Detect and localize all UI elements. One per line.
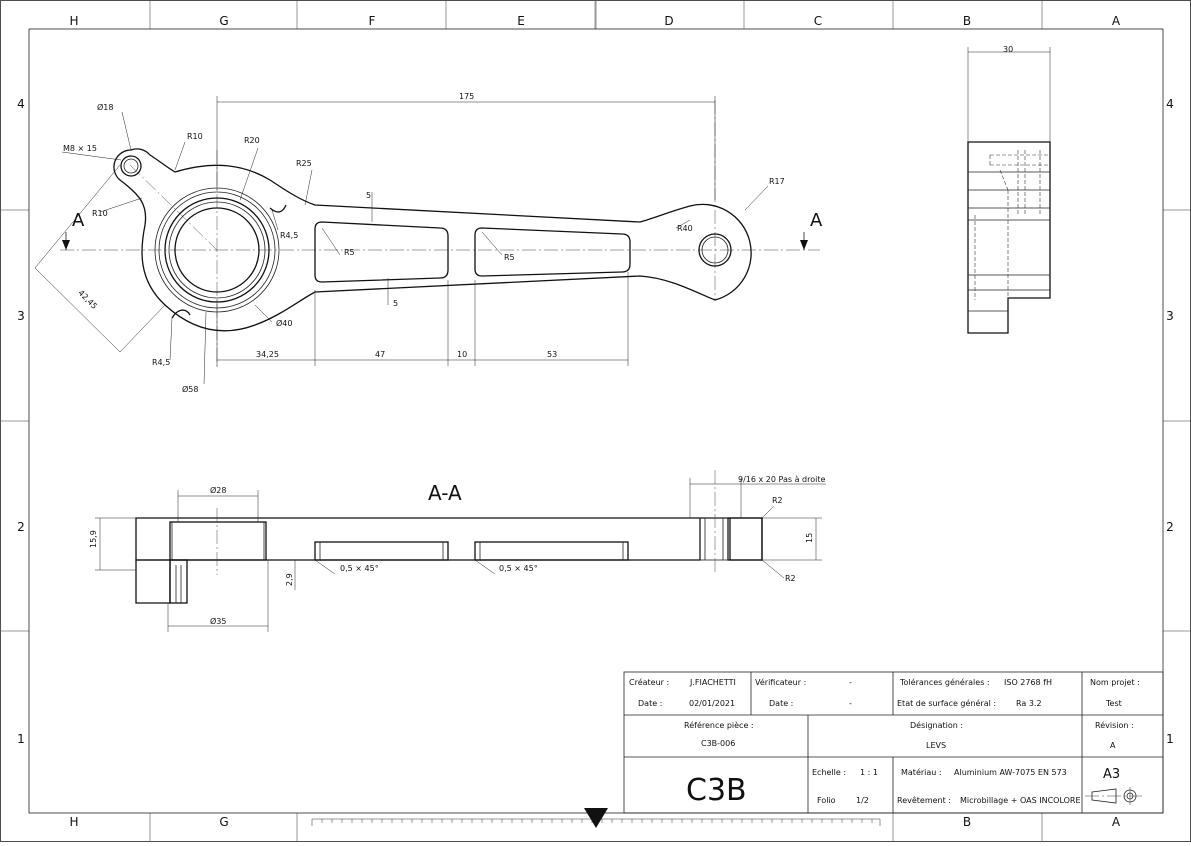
material-label: Matériau : (901, 767, 942, 777)
dim-r40: R40 (677, 224, 693, 233)
projection-symbol-icon (1085, 787, 1142, 805)
dim-r20: R20 (244, 136, 260, 145)
dim-r2-top: R2 (772, 496, 783, 505)
folio-label: Folio (817, 796, 836, 805)
dim-d28: Ø28 (210, 485, 226, 495)
zone-letter: A (1112, 815, 1121, 829)
dim-15: 15 (805, 533, 814, 543)
inner-border (28, 28, 1164, 814)
reference-value: C3B-006 (701, 739, 735, 748)
dim-5-top: 5 (366, 191, 371, 200)
revision-value: A (1110, 741, 1116, 750)
tolerance-value: ISO 2768 fH (1004, 678, 1052, 687)
section-marker-left: A (72, 210, 85, 231)
zone-letter: C (814, 14, 822, 28)
scale-value: 1 : 1 (860, 768, 878, 777)
zone-letter: F (369, 14, 376, 28)
zone-number: 2 (17, 520, 25, 534)
dim-47: 47 (375, 350, 385, 359)
project-label: Nom projet : (1090, 678, 1140, 687)
dim-chamfer-left: 0,5 × 45° (340, 564, 379, 573)
creator-value: J.FIACHETTI (689, 678, 736, 687)
dim-d40: Ø40 (276, 318, 292, 328)
dim-r2-bottom: R2 (785, 574, 796, 583)
zone-letter: G (219, 14, 228, 28)
zone-letter: A (1112, 14, 1121, 28)
dim-r10-left: R10 (92, 209, 108, 218)
project-value: Test (1105, 699, 1122, 708)
zone-number: 3 (17, 309, 25, 323)
dim-30: 30 (1003, 45, 1013, 54)
section-marker-right: A (810, 210, 823, 231)
dim-m8: M8 × 15 (63, 144, 97, 153)
zone-letter: E (517, 14, 525, 28)
dim-r5-right: R5 (504, 253, 515, 262)
dim-10: 10 (457, 350, 467, 359)
designation-label: Désignation : (910, 720, 963, 730)
zone-letter: B (963, 815, 971, 829)
zone-letter: G (219, 815, 228, 829)
zone-number: 2 (1166, 520, 1174, 534)
zone-letter: D (664, 14, 673, 28)
verif-date-value: - (849, 699, 852, 708)
reference-label: Référence pièce : (684, 720, 754, 730)
tolerance-label: Tolérances générales : (899, 677, 990, 687)
folio-value: 1/2 (856, 796, 869, 805)
top-view: A A 175 Ø18 M8 × (34, 92, 823, 394)
zone-letter: B (963, 14, 971, 28)
dim-175: 175 (459, 92, 474, 101)
dim-d58: Ø58 (182, 384, 198, 394)
zone-number: 1 (1166, 732, 1174, 746)
dim-5-bottom: 5 (393, 299, 398, 308)
dim-d35: Ø35 (210, 616, 226, 626)
date-value: 02/01/2021 (689, 699, 735, 708)
coating-value: Microbillage + OAS INCOLORE (960, 796, 1081, 805)
dim-d18: Ø18 (97, 102, 113, 112)
coating-label: Revêtement : (897, 795, 951, 805)
revision-label: Révision : (1095, 720, 1134, 730)
zone-number: 4 (17, 97, 25, 111)
dim-r10-top: R10 (187, 132, 203, 141)
designation-value: LEVS (926, 741, 946, 750)
dim-r4-5-top: R4,5 (280, 231, 298, 240)
sheet-format: A3 (1103, 767, 1120, 782)
date-label: Date : (638, 699, 662, 708)
centering-arrow (584, 808, 608, 828)
dim-r17: R17 (769, 177, 785, 186)
verifier-label: Vérificateur : (755, 677, 806, 687)
creator-label: Créateur : (629, 677, 669, 687)
centering-ruler (311, 1, 881, 828)
dim-2-9: 2,9 (285, 573, 294, 586)
zone-number: 1 (17, 732, 25, 746)
dim-chamfer-right: 0,5 × 45° (499, 564, 538, 573)
verifier-value: - (849, 678, 852, 687)
dim-r25: R25 (296, 159, 312, 168)
section-title: A-A (428, 481, 462, 505)
verif-date-label: Date : (769, 699, 793, 708)
zone-letter: H (69, 815, 78, 829)
dim-15-9: 15,9 (89, 530, 98, 548)
dim-34-25: 34,25 (256, 350, 279, 359)
dim-r5-left: R5 (344, 248, 355, 257)
surface-label: Etat de surface général : (897, 698, 996, 708)
zone-number: 3 (1166, 309, 1174, 323)
dim-r4-5-bottom: R4,5 (152, 358, 170, 367)
title-block: Créateur : J.FIACHETTI Date : 02/01/2021… (623, 671, 1164, 814)
surface-value: Ra 3.2 (1016, 699, 1042, 708)
zone-number: 4 (1166, 97, 1174, 111)
side-view: 30 (967, 45, 1051, 334)
dim-thread: 9/16 x 20 Pas à droite (738, 475, 825, 484)
zone-letter: H (69, 14, 78, 28)
dim-53: 53 (547, 350, 557, 359)
scale-label: Echelle : (812, 768, 846, 777)
dim-42-45: 42,45 (76, 288, 99, 311)
company-logo: C3B (686, 773, 747, 808)
material-value: Aluminium AW-7075 EN 573 (954, 768, 1067, 777)
section-view: A-A (89, 470, 826, 632)
